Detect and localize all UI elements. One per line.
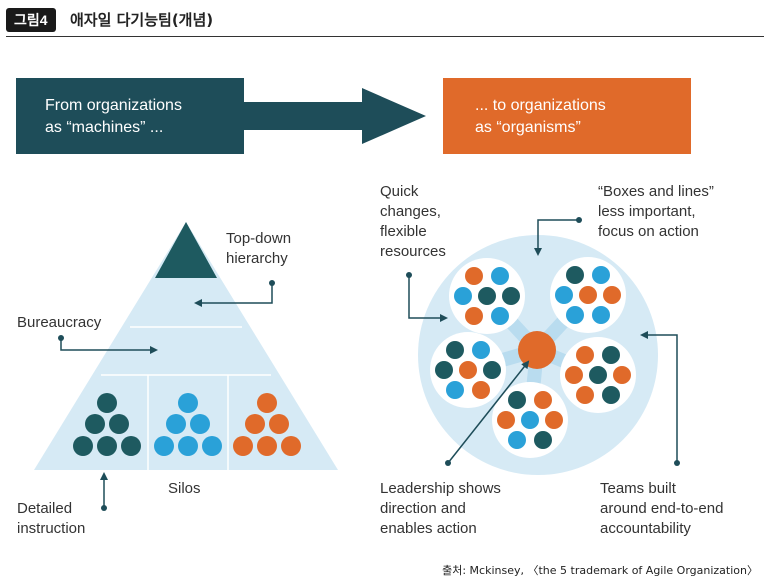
team-member-dot xyxy=(483,361,501,379)
silo-blue-dot xyxy=(178,393,198,413)
silo-orange-dot xyxy=(257,393,277,413)
silo-orange-dot xyxy=(245,414,265,434)
team-member-dot xyxy=(555,286,573,304)
silo-blue-dot xyxy=(154,436,174,456)
team-member-dot xyxy=(602,346,620,364)
teams-pointer xyxy=(640,331,678,463)
organism-teams xyxy=(430,257,636,458)
team-member-dot xyxy=(508,391,526,409)
team-member-dot xyxy=(459,361,477,379)
team-member-dot xyxy=(465,307,483,325)
top-down-pointer xyxy=(194,283,273,307)
bureaucracy-label: Bureaucracy xyxy=(17,314,102,331)
quick-label-2: changes, xyxy=(380,203,441,220)
team-member-dot xyxy=(502,287,520,305)
silo-blue-dot xyxy=(166,414,186,434)
team-member-dot xyxy=(472,341,490,359)
team-member-dot xyxy=(478,287,496,305)
silo-teal-dot xyxy=(121,436,141,456)
team-member-dot xyxy=(545,411,563,429)
silo-orange-dot xyxy=(233,436,253,456)
silo-blue-dot xyxy=(202,436,222,456)
leadership-pointer xyxy=(447,360,530,464)
silo-orange-dot xyxy=(269,414,289,434)
quick-label-4: resources xyxy=(380,243,446,260)
transition-arrow xyxy=(244,88,426,144)
team-member-dot xyxy=(565,366,583,384)
figure-title: 애자일 다기능팀(개념) xyxy=(70,11,214,29)
silo-teal-dot xyxy=(97,393,117,413)
team-member-dot xyxy=(534,391,552,409)
team-member-dot xyxy=(613,366,631,384)
team-member-dot xyxy=(602,386,620,404)
team-member-dot xyxy=(472,381,490,399)
boxes-label-1: “Boxes and lines” xyxy=(598,183,714,200)
team-member-dot xyxy=(521,411,539,429)
pyramid-top xyxy=(155,222,217,278)
detailed-label-1: Detailed xyxy=(17,500,72,517)
team-member-dot xyxy=(508,431,526,449)
source-note: 출처: Mckinsey, 〈the 5 trademark of Agile … xyxy=(442,564,758,577)
team-member-dot xyxy=(576,386,594,404)
boxes-pointer xyxy=(534,219,579,256)
silos-label: Silos xyxy=(168,480,201,497)
team-member-dot xyxy=(603,286,621,304)
team-member-dot xyxy=(465,267,483,285)
figure-badge: 그림4 xyxy=(6,8,56,32)
figure-header: 그림4 애자일 다기능팀(개념) xyxy=(6,6,764,37)
team-member-dot xyxy=(497,411,515,429)
silo-teal-dot xyxy=(85,414,105,434)
silo-teal-dot xyxy=(109,414,129,434)
machines-box xyxy=(16,78,244,154)
team-member-dot xyxy=(454,287,472,305)
boxes-label-3: focus on action xyxy=(598,223,699,240)
silo-blue-dot xyxy=(178,436,198,456)
organisms-box xyxy=(443,78,691,154)
machines-line2: as “machines” ... xyxy=(45,119,163,136)
silo-teal-dot xyxy=(73,436,93,456)
silo-dot-groups xyxy=(73,393,301,456)
organism-leader xyxy=(518,331,556,369)
team-member-dot xyxy=(566,266,584,284)
quick-pointer xyxy=(408,275,448,322)
teams-label-3: accountability xyxy=(600,520,691,537)
team-member-dot xyxy=(579,286,597,304)
leadership-label-1: Leadership shows xyxy=(380,480,501,497)
team-member-dot xyxy=(435,361,453,379)
organisms-line1: ... to organizations xyxy=(475,97,606,114)
silo-blue-dot xyxy=(190,414,210,434)
detailed-label-2: instruction xyxy=(17,520,85,537)
team-member-dot xyxy=(534,431,552,449)
leadership-label-2: direction and xyxy=(380,500,466,517)
team-member-dot xyxy=(491,307,509,325)
quick-label-1: Quick xyxy=(380,183,419,200)
team-member-dot xyxy=(446,381,464,399)
machines-line1: From organizations xyxy=(45,97,182,114)
teams-label-2: around end-to-end xyxy=(600,500,723,517)
team-member-dot xyxy=(566,306,584,324)
boxes-label-2: less important, xyxy=(598,203,696,220)
organisms-line2: as “organisms” xyxy=(475,119,581,136)
header-divider xyxy=(6,36,764,37)
bureaucracy-pointer xyxy=(60,338,158,354)
team-member-dot xyxy=(589,366,607,384)
silo-orange-dot xyxy=(257,436,277,456)
silo-teal-dot xyxy=(97,436,117,456)
team-member-dot xyxy=(491,267,509,285)
quick-label-3: flexible xyxy=(380,223,427,240)
top-down-label-1: Top-down xyxy=(226,230,291,247)
team-member-dot xyxy=(446,341,464,359)
team-member-dot xyxy=(592,266,610,284)
teams-label-1: Teams built xyxy=(600,480,677,497)
top-down-label-2: hierarchy xyxy=(226,250,288,267)
team-member-dot xyxy=(592,306,610,324)
silo-orange-dot xyxy=(281,436,301,456)
leadership-label-3: enables action xyxy=(380,520,477,537)
team-member-dot xyxy=(576,346,594,364)
